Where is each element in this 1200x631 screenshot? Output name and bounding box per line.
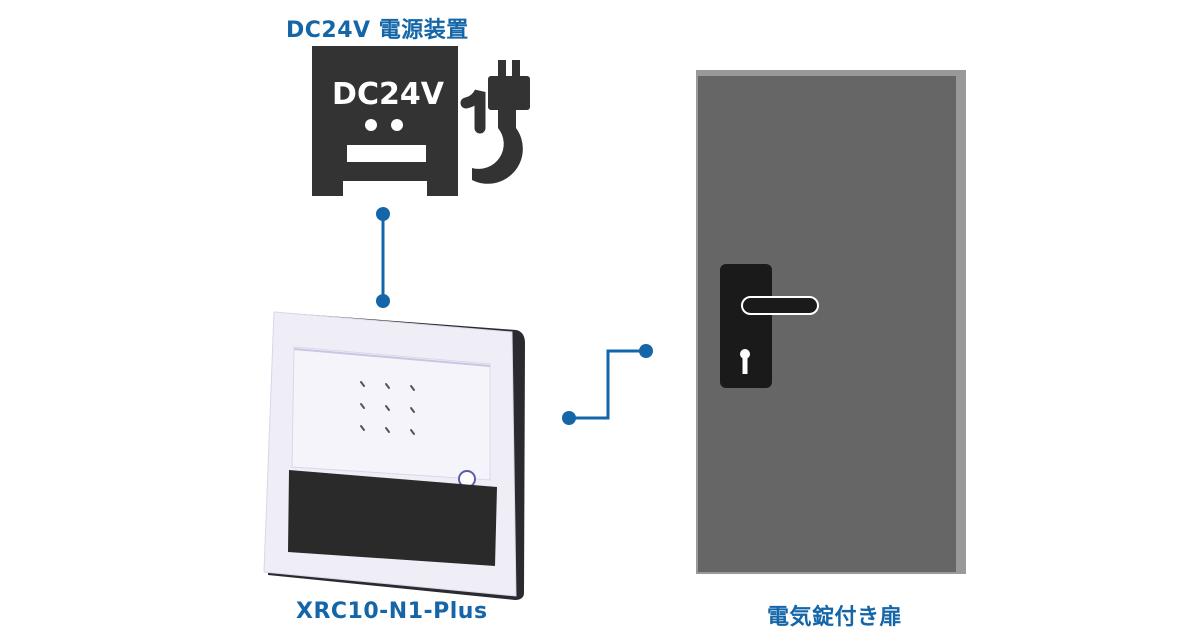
connector-power-to-reader (376, 207, 390, 308)
power-supply-unit: DC24V (312, 46, 458, 196)
indicator-dot-left (365, 119, 377, 131)
keyhole-icon (740, 349, 750, 374)
indicator-dot-right (391, 119, 403, 131)
connector-reader-to-door (562, 344, 653, 425)
plug-icon (460, 60, 530, 184)
reader-card-slot-window (288, 470, 497, 566)
lock-plate (720, 264, 772, 388)
door-handle-icon (741, 296, 819, 315)
door-label: 電気錠付き扉 (767, 605, 903, 630)
power-supply-title: DC24V 電源装置 (286, 18, 469, 43)
electric-lock-door (696, 70, 966, 574)
card-sensor-marks (360, 381, 415, 435)
reader-label: XRC10-N1-Plus (296, 599, 488, 624)
card-reader-device (263, 311, 525, 600)
power-slot (347, 145, 426, 162)
power-supply-box-text: DC24V (332, 77, 445, 112)
